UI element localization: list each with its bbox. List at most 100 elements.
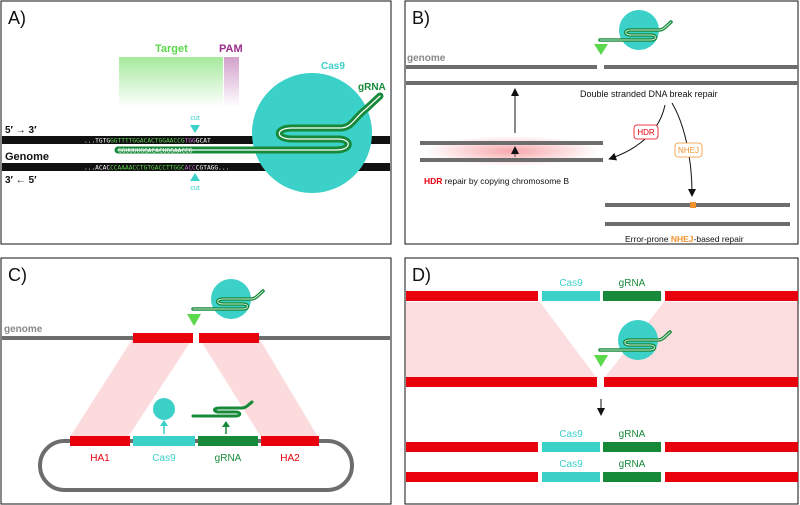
seq-top: ...TGTGGGTTTTGGACACTGGAACCGTGGGCAT <box>84 138 211 145</box>
grna-plasmid <box>198 436 258 446</box>
cut-top-label: cut <box>190 115 199 122</box>
chrom-b-top <box>420 141 603 145</box>
genome-label-b: genome <box>407 53 446 64</box>
grna-inner-d <box>599 331 671 351</box>
dsb-label: Double stranded DNA break repair <box>580 89 718 99</box>
seq-bottom-pre: ...ACAC <box>84 165 110 172</box>
panel-b-frame <box>404 0 799 245</box>
d-mid-grna-label: gRNA <box>619 429 646 440</box>
cut-bottom-marker <box>190 173 200 181</box>
d-bot-grna-label: gRNA <box>619 459 646 470</box>
nhej-caption-post: -based repair <box>694 234 744 244</box>
nhej-caption: Error-prone NHEJ-based repair <box>625 234 744 244</box>
hdr-tag: HDR <box>637 128 655 137</box>
cut-top-marker <box>190 125 200 133</box>
d-bot-cas9 <box>542 472 600 482</box>
genome-c-left <box>2 336 133 340</box>
cas9-express-head <box>160 420 168 426</box>
nhej-line-top <box>605 203 790 207</box>
ha1-plasmid <box>70 436 130 446</box>
seq-bottom: ...ACACCCAAAACCTGTGACCTTGGCACCCGTAGG... <box>84 165 229 172</box>
d-mid-left-arm <box>406 442 538 452</box>
strand-bottom-label: 3′ ← 5′ <box>5 175 37 186</box>
homology-fan-right-d <box>605 302 798 377</box>
nhej-tag-box <box>674 142 703 158</box>
chrom-b-bottom <box>420 158 603 162</box>
d-mid-grna <box>603 442 661 452</box>
grna-inner-c <box>192 290 264 310</box>
ha2-genome <box>199 333 259 343</box>
nhej-caption-hl: NHEJ <box>671 234 694 244</box>
hdr-caption: HDR repair by copying chromosome B <box>424 176 569 186</box>
cut-bottom-label: cut <box>190 185 199 192</box>
hdr-caption-hl: HDR <box>424 176 442 186</box>
grna-transcript-c <box>191 400 254 418</box>
pam-highlight <box>224 57 239 107</box>
panel-c-frame <box>0 257 392 505</box>
seq-rna: GGUUUUGGACACUGGAACCG <box>118 148 193 155</box>
seq-top-pam: TGG <box>185 138 196 145</box>
homology-fan-left <box>70 338 193 437</box>
pam-label: PAM <box>219 43 243 55</box>
nhej-tag: NHEJ <box>678 146 699 155</box>
target-highlight <box>119 57 223 107</box>
grna-inner-line <box>117 95 381 151</box>
seq-top-pre: ...TGTG <box>84 138 110 145</box>
d-top-grna-label: gRNA <box>619 278 646 289</box>
d-bot-cas9-label: Cas9 <box>559 459 583 470</box>
target-label: Target <box>155 43 188 55</box>
d-top-right-arm <box>665 291 798 301</box>
seq-bottom-target: CCAAAACCTGTGACCTTGGC <box>110 165 185 172</box>
d-top-left-arm <box>406 291 538 301</box>
genome-b-lower <box>406 81 798 85</box>
grna-express-head <box>222 421 230 427</box>
seq-top-target: GGTTTTGGACACTGGAACCG <box>110 138 185 145</box>
genome-b-right <box>604 65 798 69</box>
d-mid-cas9 <box>542 442 600 452</box>
hdr-tag-box <box>633 124 659 140</box>
d-top-grna <box>603 291 661 301</box>
d-mid-right-arm <box>665 442 798 452</box>
d-top-cas9-label: Cas9 <box>559 278 583 289</box>
seq-bottom-post: CGTAGG... <box>196 165 230 172</box>
d-genome-right <box>604 377 798 387</box>
dna-bottom-strand <box>2 163 390 171</box>
ha2-label: HA2 <box>280 453 300 464</box>
strand-top-label: 5′ → 3′ <box>5 125 37 136</box>
cas9-label-c: Cas9 <box>152 453 176 464</box>
d-bot-grna <box>603 472 661 482</box>
panel-b: B) genome Double stranded DNA break repa… <box>404 0 799 245</box>
d-mid-cas9-label: Cas9 <box>559 429 583 440</box>
dna-top-strand <box>2 136 390 144</box>
panel-b-letter: B) <box>412 8 430 28</box>
cut-marker-b <box>594 44 608 55</box>
cas9-protein-c <box>153 398 175 420</box>
grna-label: gRNA <box>358 82 386 93</box>
cut-marker-c <box>187 314 201 326</box>
panel-a: A) Target PAM Cas9 gRNA cut cut 5′ → 3′ … <box>0 0 392 245</box>
seq-bottom-pam: ACC <box>185 165 196 172</box>
nhej-mutation <box>690 202 696 208</box>
ha2-plasmid <box>261 436 319 446</box>
ha1-genome <box>133 333 193 343</box>
grna-label-c: gRNA <box>215 453 242 464</box>
grna-inner-b <box>599 21 672 41</box>
ha1-label: HA1 <box>90 453 110 464</box>
cas9-plasmid <box>133 436 195 446</box>
plasmid-loop <box>38 439 354 492</box>
cas9-label: Cas9 <box>321 61 345 72</box>
d-top-cas9 <box>542 291 600 301</box>
d-genome-left <box>406 377 597 387</box>
panel-c: C) genome HA1 Cas9 gRNA HA2 <box>0 257 392 505</box>
homology-fan-right <box>199 338 318 437</box>
nhej-caption-pre: Error-prone <box>625 234 671 244</box>
genome-c-right <box>259 336 390 340</box>
homology-fan-left-d <box>406 302 596 377</box>
seq-top-post: GCAT <box>196 138 211 145</box>
d-bot-left-arm <box>406 472 538 482</box>
panel-c-letter: C) <box>8 265 27 285</box>
cut-marker-d <box>594 355 608 367</box>
cas9-circle <box>252 73 372 193</box>
genome-label-c: genome <box>4 324 43 335</box>
